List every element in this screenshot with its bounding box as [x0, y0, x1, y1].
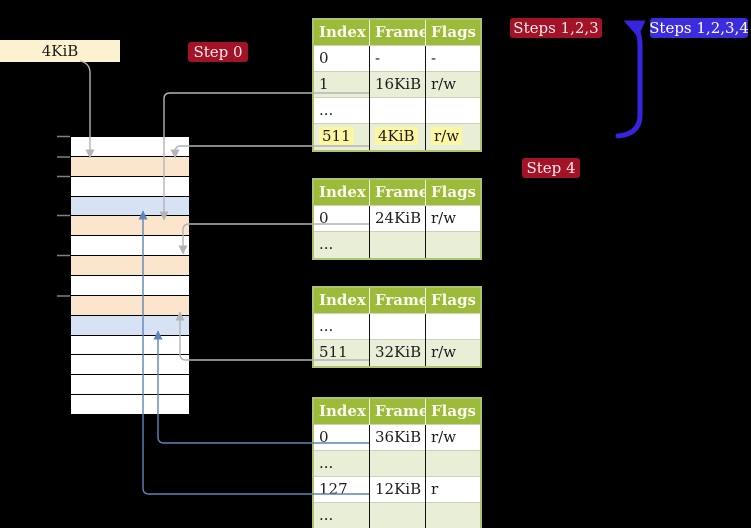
table-row: 1 16KiB r/w	[314, 71, 480, 98]
table-cell	[425, 503, 480, 528]
table-cell: r/w	[425, 340, 480, 366]
table-row: ...	[314, 450, 480, 477]
table-cell: r/w	[425, 124, 480, 150]
table-cell: 16KiB	[369, 72, 425, 98]
table-cell: r/w	[425, 72, 480, 98]
column-header: Index	[319, 402, 366, 420]
table-cell: 0	[319, 209, 329, 227]
table-cell: -	[425, 46, 480, 72]
column-header: Flags	[425, 288, 480, 314]
table-row: 0 24KiB r/w	[314, 205, 480, 232]
table-cell: r/w	[425, 206, 480, 232]
memory-frame-row	[71, 216, 189, 237]
memory-frame-row	[71, 355, 189, 376]
memory-frame-row	[71, 236, 189, 257]
table-cell: ...	[319, 235, 334, 253]
memory-frame-row	[71, 176, 189, 197]
table-cell: 4KiB	[369, 124, 425, 150]
table-header-row: Index Frame Flags	[314, 399, 480, 425]
table-row-highlighted: 511 4KiB r/w	[314, 123, 480, 150]
table-cell: r/w	[425, 425, 480, 451]
table-row: 0 - -	[314, 45, 480, 72]
memory-frame-row	[71, 395, 189, 415]
highlight: 4KiB	[375, 127, 418, 145]
table-row: 511 32KiB r/w	[314, 339, 480, 366]
table-cell	[425, 314, 480, 340]
table-header-row: Index Frame Flags	[314, 180, 480, 206]
memory-frame-row	[71, 276, 189, 296]
table-cell: ...	[319, 454, 334, 472]
table-cell: 511	[319, 343, 348, 361]
arrow-steps1234-loop	[615, 20, 646, 139]
table-cell	[425, 232, 480, 258]
address-ticks	[57, 135, 70, 297]
column-header: Flags	[425, 399, 480, 425]
highlight: r/w	[431, 127, 463, 145]
table-cell: -	[369, 46, 425, 72]
badge-steps-1-2-3: Steps 1,2,3	[510, 18, 602, 38]
column-header: Flags	[425, 20, 480, 46]
page-table-2: Index Frame Flags 0 24KiB r/w ...	[312, 178, 482, 260]
table-cell	[369, 98, 425, 124]
table-cell: 12KiB	[369, 477, 425, 503]
table-cell	[369, 232, 425, 258]
memory-frame-row	[71, 315, 189, 336]
table-cell: r	[425, 477, 480, 503]
memory-frame-row	[71, 196, 189, 217]
table-row: ...	[314, 502, 480, 528]
table-cell	[369, 314, 425, 340]
memory-frame-row	[71, 256, 189, 277]
column-header: Index	[319, 23, 366, 41]
table-row: 127 12KiB r	[314, 476, 480, 503]
badge-step-4: Step 4	[522, 158, 580, 178]
physical-memory-column	[70, 136, 190, 415]
table-cell: 36KiB	[369, 425, 425, 451]
memory-frame-row	[71, 137, 189, 157]
table-row: 0 36KiB r/w	[314, 424, 480, 451]
table-header-row: Index Frame Flags	[314, 20, 480, 46]
table-cell: 511	[314, 124, 369, 150]
table-cell	[425, 98, 480, 124]
column-header: Frame	[369, 288, 425, 314]
memory-frame-row	[71, 156, 189, 177]
table-cell	[369, 451, 425, 477]
table-cell: ...	[319, 317, 334, 335]
table-cell: 127	[319, 480, 348, 498]
table-cell: 24KiB	[369, 206, 425, 232]
table-row: ...	[314, 97, 480, 124]
table-cell: 0	[319, 49, 329, 67]
table-cell: ...	[319, 506, 334, 524]
table-row: ...	[314, 313, 480, 340]
table-header-row: Index Frame Flags	[314, 288, 480, 314]
memory-frame-row	[71, 375, 189, 396]
table-cell: 1	[319, 75, 329, 93]
table-cell	[425, 451, 480, 477]
column-header: Frame	[369, 180, 425, 206]
page-table-4: Index Frame Flags 0 36KiB r/w ... 127 12…	[312, 397, 482, 528]
table-cell: 32KiB	[369, 340, 425, 366]
memory-frame-row	[71, 295, 189, 316]
table-cell: 0	[319, 428, 329, 446]
frame-size-label: 4KiB	[0, 40, 120, 62]
column-header: Frame	[369, 20, 425, 46]
table-cell	[369, 503, 425, 528]
column-header: Frame	[369, 399, 425, 425]
column-header: Index	[319, 183, 366, 201]
memory-frame-row	[71, 335, 189, 356]
column-header: Flags	[425, 180, 480, 206]
highlight: 511	[319, 127, 354, 145]
badge-step-0: Step 0	[188, 42, 248, 62]
page-table-1: Index Frame Flags 0 - - 1 16KiB r/w ... …	[312, 18, 482, 152]
table-cell: ...	[319, 101, 334, 119]
table-row: ...	[314, 231, 480, 258]
column-header: Index	[319, 291, 366, 309]
badge-steps-1-2-3-4: Steps 1,2,3,4	[649, 18, 749, 38]
page-table-3: Index Frame Flags ... 511 32KiB r/w	[312, 286, 482, 368]
